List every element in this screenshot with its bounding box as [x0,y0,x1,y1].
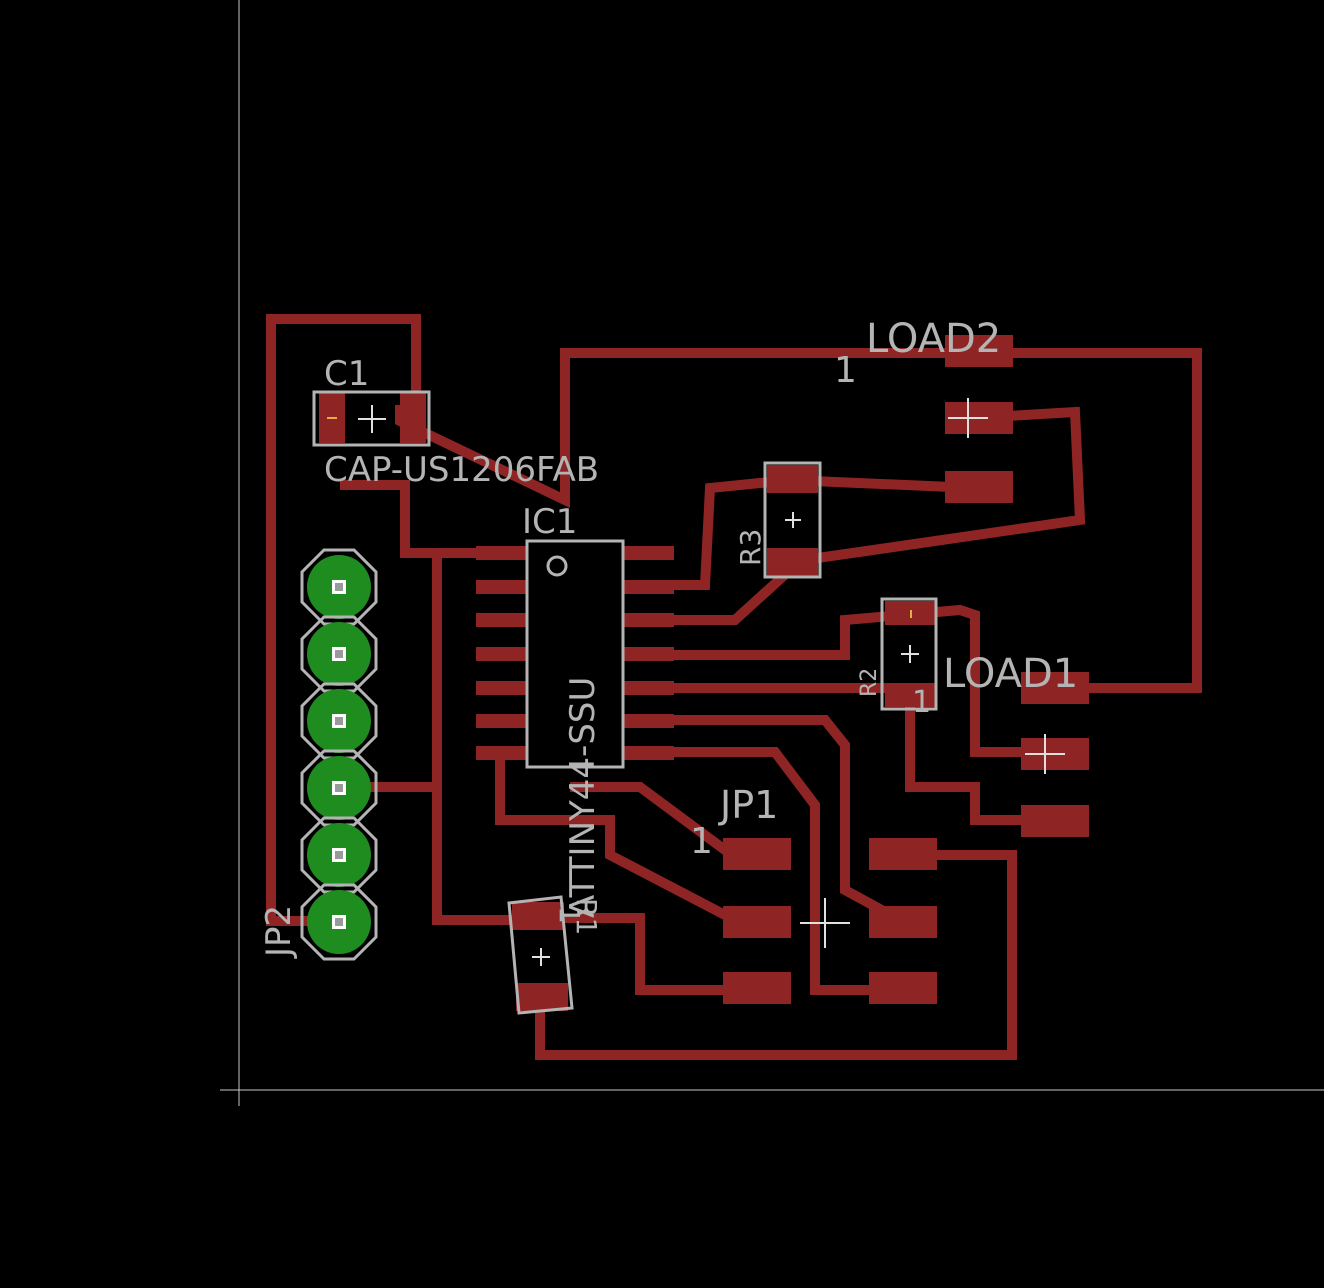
c1-name-label: C1 [324,354,369,394]
load2-pin1-label: 1 [834,350,857,391]
jp2-label: JP2 [259,905,299,959]
trace-r2-load1 [905,700,1060,825]
trace-jp2-c1 [266,314,421,926]
jp2-pin[interactable] [300,816,378,894]
r2-footprint[interactable] [880,597,938,711]
silkscreen-labels: C1 CAP-US1206FAB IC1 ATTINY44-SSU R3 R2 … [259,316,1078,959]
jp2-pin[interactable] [300,548,378,626]
trace-r1-jp1-return [535,850,1017,1060]
load1-label: LOAD1 [943,651,1078,697]
r2-name-label: R2 [857,668,882,697]
load1-footprint[interactable] [1021,672,1089,837]
trace-ic1-jp1-b [643,747,905,995]
trace-c1-gnd [340,480,505,558]
trace-ic1-r3b [643,562,798,625]
trace-ic1-jp1-a [643,715,907,927]
jp2-pin[interactable] [300,749,378,827]
c1-footprint[interactable] [312,390,431,447]
ic1-value-label: ATTINY44-SSU [563,677,603,918]
trace-ic1-jp1-c [495,747,761,926]
r3-footprint[interactable] [763,461,822,579]
c1-value-label: CAP-US1206FAB [324,450,599,490]
jp1-label: JP1 [718,783,778,827]
r1-name-label: R1 [570,898,603,935]
trace-r1-jp1 [535,913,760,995]
copper-traces[interactable] [266,314,1202,1060]
r1-pin1-label: 1 [553,906,586,924]
origin-marker [220,1072,258,1108]
trace-ic1-r3 [643,474,981,590]
jp1-pin1-label: 1 [690,821,713,862]
jp2-pin[interactable] [300,682,378,760]
ic1-footprint[interactable] [476,539,674,769]
jp2-header[interactable] [300,548,378,961]
r3-name-label: R3 [734,529,767,566]
jp2-pin[interactable] [300,615,378,693]
trace-gnd-bus [432,548,530,925]
load2-label: LOAD2 [866,316,1001,362]
jp2-pin[interactable] [300,883,378,961]
r1-footprint[interactable] [507,895,574,1015]
load2-footprint[interactable] [945,335,1013,503]
trace-r3-load2 [784,406,1086,568]
jp1-footprint[interactable] [723,838,937,1004]
load1-pin1-label: 1 [912,685,931,720]
ic1-name-label: IC1 [522,502,577,542]
trace-ic1-r2 [643,604,1060,757]
